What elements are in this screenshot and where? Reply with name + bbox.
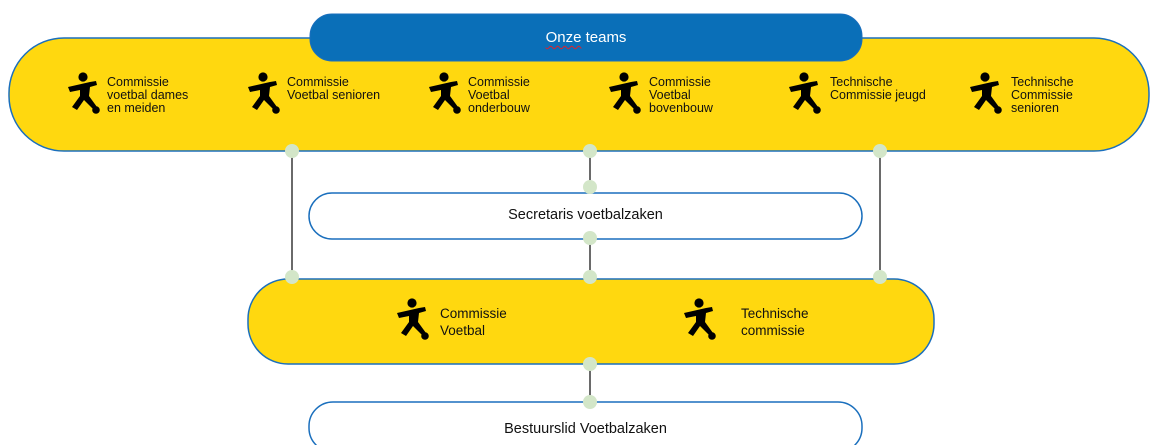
middle-label-line: Voetbal bbox=[440, 323, 486, 338]
team-label-5: Technische Commissie jeugd bbox=[830, 76, 926, 102]
team-label-line: Voetbal bbox=[468, 88, 510, 102]
connector-dot bbox=[583, 395, 597, 409]
team-label-3: Commissie Voetbal onderbouw bbox=[468, 76, 530, 115]
connector-dot bbox=[583, 270, 597, 284]
connector-dot bbox=[583, 231, 597, 245]
team-label-line: Technische bbox=[1011, 75, 1074, 89]
middle-label-technische-commissie: Technische commissie bbox=[741, 305, 809, 339]
banner-title: Onze teams bbox=[310, 29, 862, 46]
team-label-line: Technische bbox=[830, 75, 893, 89]
team-label-line: Commissie jeugd bbox=[830, 88, 926, 102]
team-label-line: Commissie bbox=[287, 75, 349, 89]
team-label-line: Commissie bbox=[468, 75, 530, 89]
team-label-line: Voetbal bbox=[649, 88, 691, 102]
middle-label-line: commissie bbox=[741, 323, 805, 338]
connector-dots bbox=[285, 144, 887, 409]
team-label-4: Commissie Voetbal bovenbouw bbox=[649, 76, 713, 115]
middle-label-line: Technische bbox=[741, 306, 809, 321]
team-label-line: senioren bbox=[1011, 101, 1059, 115]
team-label-line: Commissie bbox=[1011, 88, 1073, 102]
team-label-1: Commissie voetbal dames en meiden bbox=[107, 76, 188, 115]
middle-label-line: Commissie bbox=[440, 306, 507, 321]
bestuurslid-title: Bestuurslid Voetbalzaken bbox=[504, 421, 667, 437]
connector-dot bbox=[583, 357, 597, 371]
connector-dot bbox=[285, 144, 299, 158]
team-label-line: bovenbouw bbox=[649, 101, 713, 115]
connector-dot bbox=[285, 270, 299, 284]
team-label-line: Commissie bbox=[649, 75, 711, 89]
commissies-box bbox=[247, 278, 935, 365]
connector-dot bbox=[873, 144, 887, 158]
team-label-line: en meiden bbox=[107, 101, 166, 115]
connector-dot bbox=[873, 270, 887, 284]
team-label-line: onderbouw bbox=[468, 101, 530, 115]
team-label-line: voetbal dames bbox=[107, 88, 189, 102]
banner-title-text: Onze teams bbox=[545, 29, 627, 46]
secretaris-title: Secretaris voetbalzaken bbox=[508, 207, 663, 223]
team-label-line: Commissie bbox=[107, 75, 169, 89]
team-label-2: Commissie Voetbal senioren bbox=[287, 76, 380, 102]
connector-dot bbox=[583, 180, 597, 194]
middle-label-commissie-voetbal: Commissie Voetbal bbox=[440, 305, 507, 339]
connector-dot bbox=[583, 144, 597, 158]
team-label-6: Technische Commissie senioren bbox=[1011, 76, 1074, 115]
banner-box bbox=[309, 13, 863, 62]
team-label-line: Voetbal senioren bbox=[287, 88, 381, 102]
spellcheck-mark: Onze bbox=[545, 29, 582, 46]
